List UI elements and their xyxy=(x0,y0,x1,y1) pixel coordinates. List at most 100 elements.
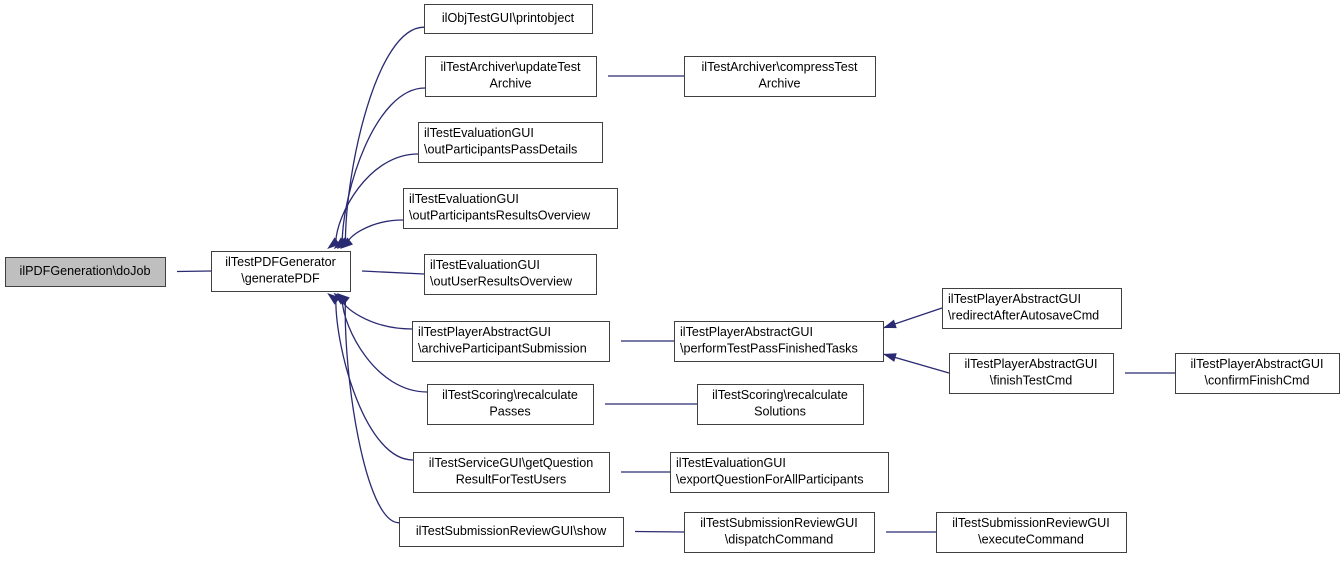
node-label-updateTestArchive: Archive xyxy=(490,77,532,91)
graph-node-exportQuestionForAllParticipants[interactable]: ilTestEvaluationGUI \exportQuestionForAll… xyxy=(670,452,889,493)
node-label-exportQuestionForAllParticipants: \exportQuestionForAllParticipants xyxy=(676,473,864,487)
graph-node-doJob[interactable]: ilPDFGeneration\doJob xyxy=(5,257,166,287)
node-label-finishTestCmd: ilTestPlayerAbstractGUI xyxy=(965,357,1098,371)
graph-node-redirectAfterAutosaveCmd[interactable]: ilTestPlayerAbstractGUI \redirectAfterAut… xyxy=(942,288,1122,329)
edge-arrowhead-icon xyxy=(883,353,897,362)
graph-node-performTestPassFinishedTasks[interactable]: ilTestPlayerAbstractGUI \performTestPassF… xyxy=(674,321,884,362)
node-box-compressTestArchive xyxy=(684,56,876,97)
edge-line xyxy=(341,299,428,393)
graph-node-outParticipantsResultsOverview[interactable]: ilTestEvaluationGUI\outParticipantsResul… xyxy=(403,188,618,229)
node-label-redirectAfterAutosaveCmd: \redirectAfterAutosaveCmd xyxy=(948,309,1099,323)
edge-line xyxy=(335,299,414,461)
graph-edge-outParticipantsPassDetails-to-generatePDF xyxy=(327,153,419,249)
node-box-outParticipantsResultsOverview xyxy=(403,188,618,229)
node-label-performTestPassFinishedTasks: \performTestPassFinishedTasks xyxy=(680,342,858,356)
node-box-getQuestionResultForTestUsers xyxy=(413,452,610,493)
node-box-outParticipantsPassDetails xyxy=(418,122,603,163)
edge-arrowhead-icon xyxy=(340,237,353,249)
edge-arrowhead-icon xyxy=(883,319,897,329)
graph-edge-compressTestArchive-to-updateTestArchive xyxy=(583,71,684,81)
node-box-archiveParticipantSubmission xyxy=(412,321,610,362)
node-label-compressTestArchive: Archive xyxy=(759,77,801,91)
graph-node-executeCommand[interactable]: ilTestSubmissionReviewGUI \executeCommand xyxy=(936,512,1127,553)
node-label-outParticipantsPassDetails: ilTestEvaluationGUI xyxy=(424,126,534,140)
node-box-generatePDF xyxy=(211,251,351,292)
node-box-updateTestArchive xyxy=(425,56,597,97)
node-label-redirectAfterAutosaveCmd: ilTestPlayerAbstractGUI xyxy=(948,292,1081,306)
node-label-getQuestionResultForTestUsers: ilTestServiceGUI\getQuestion xyxy=(429,456,594,470)
node-box-printobject xyxy=(424,4,593,34)
edge-line xyxy=(347,219,404,243)
node-box-redirectAfterAutosaveCmd xyxy=(942,288,1122,329)
edge-line xyxy=(341,299,413,330)
graph-node-submissionReviewShow[interactable]: ilTestSubmissionReviewGUI\show xyxy=(399,517,624,547)
node-label-doJob: ilPDFGeneration\doJob xyxy=(20,264,151,278)
node-label-compressTestArchive: ilTestArchiver\compressTest xyxy=(701,60,858,74)
node-box-doJob xyxy=(5,257,166,287)
node-label-recalculateSolutions: Solutions xyxy=(754,405,806,419)
edge-line xyxy=(361,270,425,275)
node-box-dispatchCommand xyxy=(684,512,875,553)
graph-node-outUserResultsOverview[interactable]: ilTestEvaluationGUI\outUserResultsOvervi… xyxy=(424,254,597,295)
node-label-dispatchCommand: ilTestSubmissionReviewGUI xyxy=(700,516,857,530)
node-label-generatePDF: ilTestPDFGenerator xyxy=(225,255,336,269)
graph-node-getQuestionResultForTestUsers[interactable]: ilTestServiceGUI\getQuestionResultForTes… xyxy=(413,452,610,493)
node-box-confirmFinishCmd xyxy=(1175,353,1340,394)
node-label-executeCommand: \executeCommand xyxy=(978,533,1084,547)
edge-arrowhead-icon xyxy=(336,293,350,305)
node-label-recalculateSolutions: ilTestScoring\recalculate xyxy=(712,388,848,402)
node-label-printobject: ilObjTestGUI\printobject xyxy=(442,11,575,25)
graph-edge-finishTestCmd-to-performTestPassFinishedTasks xyxy=(871,350,950,374)
graph-edge-recalculateSolutions-to-recalculatePasses xyxy=(580,399,697,409)
node-label-recalculatePasses: ilTestScoring\recalculate xyxy=(442,388,578,402)
node-label-finishTestCmd: \finishTestCmd xyxy=(990,374,1073,388)
graph-node-generatePDF[interactable]: ilTestPDFGenerator\generatePDF xyxy=(211,251,351,292)
graph-edge-recalculatePasses-to-generatePDF xyxy=(333,293,428,393)
node-label-outParticipantsResultsOverview: \outParticipantsResultsOverview xyxy=(409,209,591,223)
node-label-confirmFinishCmd: ilTestPlayerAbstractGUI xyxy=(1191,357,1324,371)
node-label-getQuestionResultForTestUsers: ResultForTestUsers xyxy=(456,473,567,487)
node-box-finishTestCmd xyxy=(949,353,1114,394)
node-box-recalculatePasses xyxy=(427,384,594,425)
graph-node-archiveParticipantSubmission[interactable]: ilTestPlayerAbstractGUI \archiveParticipa… xyxy=(412,321,610,362)
graph-edge-getQuestionResultForTestUsers-to-generatePDF xyxy=(327,293,414,461)
edge-line xyxy=(344,299,400,524)
graph-node-printobject[interactable]: ilObjTestGUI\printobject xyxy=(424,4,593,34)
edge-line xyxy=(341,87,426,243)
node-label-exportQuestionForAllParticipants: ilTestEvaluationGUI xyxy=(676,456,786,470)
graph-node-confirmFinishCmd[interactable]: ilTestPlayerAbstractGUI \confirmFinishCmd xyxy=(1175,353,1340,394)
graph-edge-submissionReviewShow-to-generatePDF xyxy=(336,293,400,524)
node-label-dispatchCommand: \dispatchCommand xyxy=(725,533,834,547)
node-label-archiveParticipantSubmission: \archiveParticipantSubmission xyxy=(418,342,587,356)
graph-node-dispatchCommand[interactable]: ilTestSubmissionReviewGUI \dispatchComman… xyxy=(684,512,875,553)
edge-line xyxy=(176,270,212,273)
node-label-outUserResultsOverview: ilTestEvaluationGUI xyxy=(430,258,540,272)
node-label-performTestPassFinishedTasks: ilTestPlayerAbstractGUI xyxy=(680,325,813,339)
node-box-recalculateSolutions xyxy=(697,384,864,425)
node-label-executeCommand: ilTestSubmissionReviewGUI xyxy=(952,516,1109,530)
node-label-confirmFinishCmd: \confirmFinishCmd xyxy=(1205,374,1310,388)
node-label-submissionReviewShow: ilTestSubmissionReviewGUI\show xyxy=(416,524,607,538)
node-label-archiveParticipantSubmission: ilTestPlayerAbstractGUI xyxy=(418,325,551,339)
node-label-recalculatePasses: Passes xyxy=(489,405,530,419)
graph-edge-outParticipantsResultsOverview-to-generatePDF xyxy=(340,219,404,249)
edge-arrowhead-icon xyxy=(327,293,341,305)
edge-line xyxy=(335,153,419,243)
node-box-performTestPassFinishedTasks xyxy=(674,321,884,362)
node-box-exportQuestionForAllParticipants xyxy=(670,452,889,493)
graph-node-outParticipantsPassDetails[interactable]: ilTestEvaluationGUI\outParticipantsPassD… xyxy=(418,122,603,163)
edge-line xyxy=(634,530,685,533)
graph-edge-updateTestArchive-to-generatePDF xyxy=(333,87,426,249)
node-box-outUserResultsOverview xyxy=(424,254,597,295)
edge-arrowhead-icon xyxy=(327,237,341,249)
edge-line xyxy=(344,26,425,243)
edge-arrowhead-icon xyxy=(333,237,347,249)
graph-node-finishTestCmd[interactable]: ilTestPlayerAbstractGUI \finishTestCmd xyxy=(949,353,1114,394)
node-box-executeCommand xyxy=(936,512,1127,553)
